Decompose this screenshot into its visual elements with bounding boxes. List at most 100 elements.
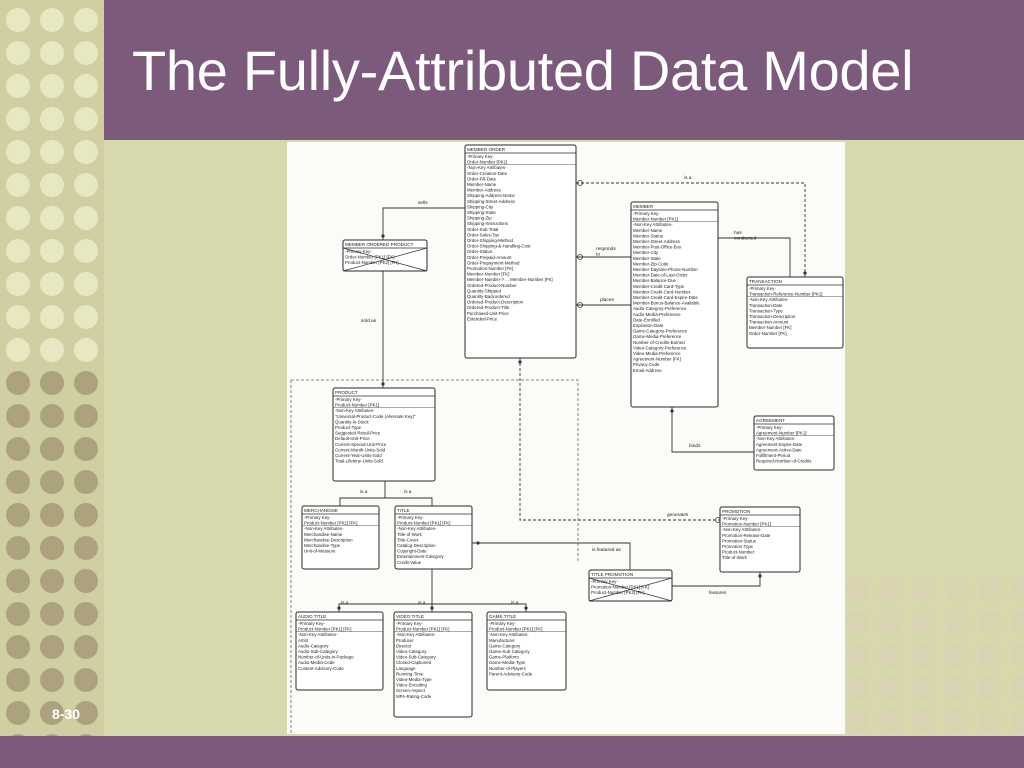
entity-attribute: Product-Number [PK1] [FK] bbox=[397, 521, 450, 526]
entity-title: TRANSACTION bbox=[749, 279, 782, 284]
entity-attribute: Director bbox=[396, 643, 412, 648]
decorative-dot bbox=[879, 709, 903, 733]
entity-attribute: Current-Special-Unit-Price bbox=[335, 442, 387, 447]
entity-attribute: Quantity-Shipped bbox=[467, 288, 501, 293]
decorative-dot bbox=[846, 676, 870, 700]
decorative-dot bbox=[6, 602, 30, 626]
entity-attribute: Promotion-Number [PK1] bbox=[722, 522, 771, 527]
optional-marker bbox=[577, 302, 583, 308]
decorative-dot bbox=[40, 635, 64, 659]
optional-marker bbox=[577, 180, 583, 186]
entity-attribute: Current-Month-Units-Sold bbox=[335, 447, 386, 452]
decorative-dot bbox=[40, 173, 64, 197]
entity-attribute: Privacy-Code bbox=[633, 362, 660, 367]
entity-attribute: Member-Daytime-Phone-Number bbox=[633, 267, 698, 272]
decorative-dot bbox=[1011, 643, 1024, 667]
decorative-dot bbox=[74, 272, 98, 296]
entity-attribute: Member-Balance-Due bbox=[633, 278, 677, 283]
decorative-dot bbox=[74, 41, 98, 65]
entity-box bbox=[753, 415, 835, 471]
cardinality-marker bbox=[758, 574, 762, 578]
entity-attribute: -Non-Key Attributes- bbox=[396, 632, 436, 637]
entity-attribute: Shipping-City bbox=[467, 204, 494, 209]
line-is-a-merchandise bbox=[339, 481, 386, 506]
decorative-dot bbox=[40, 536, 64, 560]
decorative-dot bbox=[40, 701, 64, 725]
entity-attribute: Order-Prepayment-Method bbox=[467, 260, 520, 265]
entity-attribute: Closed-Captioned bbox=[396, 660, 432, 665]
entity-title: TITLE-Primary Key-Product-Number [PK1] [… bbox=[394, 505, 473, 570]
entity-product: PRODUCT-Primary Key-Product-Number [PK1]… bbox=[332, 387, 436, 482]
entity-attribute: Product-Number [PK1] [FK] bbox=[298, 627, 351, 632]
entity-attribute: Order-Prepaid-Amount bbox=[467, 255, 512, 260]
bottom-band bbox=[0, 736, 1024, 768]
entity-attribute: Member-Address bbox=[467, 188, 501, 193]
entity-attribute: Member-City bbox=[633, 250, 659, 255]
entity-attribute: Member-Credit-Card-Expire-Date bbox=[633, 295, 698, 300]
relationship-lines bbox=[290, 180, 807, 733]
decorative-dot bbox=[74, 668, 98, 692]
entity-attribute: Game-Platform bbox=[489, 655, 519, 660]
decorative-dot bbox=[74, 503, 98, 527]
entity-attribute: Agreement-Number [FK] bbox=[633, 357, 681, 362]
line-sells bbox=[382, 207, 465, 240]
decorative-dot bbox=[879, 610, 903, 634]
decorative-dot bbox=[6, 635, 30, 659]
entity-attribute: Shipping-Instructions bbox=[467, 221, 509, 226]
decorative-dot bbox=[978, 709, 1002, 733]
entity-attribute: Promotion-Number [FK] bbox=[467, 266, 513, 271]
entity-member-ordered-product: MEMBER ORDERED PRODUCT-Primary Key-Order… bbox=[342, 239, 428, 272]
entity-attribute: Promotion-Status bbox=[722, 538, 757, 543]
decorative-dot bbox=[1011, 577, 1024, 601]
decorative-dot bbox=[74, 107, 98, 131]
decorative-dot bbox=[40, 272, 64, 296]
entity-attribute: Total-Lifetime-Units-Sold bbox=[335, 459, 383, 464]
entity-attribute: Order-Shipping-Method bbox=[467, 238, 513, 243]
entity-attribute: Member-Number [PK1] bbox=[633, 217, 678, 222]
decorative-dot bbox=[945, 577, 969, 601]
cardinality-marker bbox=[518, 360, 522, 364]
entity-attribute: Order-Creation-Date bbox=[467, 171, 508, 176]
entity-agreement: AGREEMENT-Primary Key-Agreement-Number [… bbox=[753, 415, 835, 471]
entity-attribute: Transaction-Type bbox=[749, 308, 783, 313]
entity-attribute: Product-Number [PK1] [FK] bbox=[396, 627, 449, 632]
relationship-label-is-a-prod-1: is a bbox=[360, 489, 368, 495]
entity-attribute: Member-Post-Office-Box bbox=[633, 245, 682, 250]
entity-attribute: Transaction-Date bbox=[749, 303, 783, 308]
entity-attribute: Shipping-Street-Address bbox=[467, 199, 516, 204]
entity-attribute: Quantity-in-Stock bbox=[335, 419, 369, 424]
entity-attribute: Artist bbox=[298, 638, 309, 643]
entity-attribute: Transaction-Description bbox=[749, 314, 796, 319]
decorative-dot bbox=[912, 643, 936, 667]
entity-attribute: Content-Advisory-Code bbox=[298, 666, 344, 671]
decorative-dot bbox=[74, 74, 98, 98]
entity-attribute: Ordered-Product-Description bbox=[467, 300, 524, 305]
entity-attribute: Required-Number-of-Credits bbox=[756, 459, 812, 464]
title-band: The Fully-Attributed Data Model bbox=[104, 0, 1024, 140]
decorative-dot bbox=[74, 305, 98, 329]
decorative-dot bbox=[6, 536, 30, 560]
entity-attribute: Merchandise-Name bbox=[304, 532, 343, 537]
entity-attribute: Video-Media-Preference bbox=[633, 351, 681, 356]
decorative-dot bbox=[945, 709, 969, 733]
entity-attribute: Member-Street-Address bbox=[633, 239, 681, 244]
relationship-label-places: places bbox=[600, 297, 614, 303]
decorative-dot bbox=[40, 107, 64, 131]
decorative-dot bbox=[74, 569, 98, 593]
entity-attribute: Agreement-Active-Date bbox=[756, 447, 802, 452]
entity-attribute: Transaction-Reference-Number [PK1] bbox=[749, 292, 823, 297]
entity-attribute: Game-Media-Preference bbox=[633, 334, 682, 339]
subtype-region-outline bbox=[290, 379, 579, 733]
decorative-dot bbox=[74, 206, 98, 230]
entity-title-promotion: TITLE PROMOTION-Primary Key-Promotion-Nu… bbox=[588, 569, 673, 602]
entity-attribute: Merchandise-Description bbox=[304, 537, 353, 542]
entity-attribute: Member-Zip-Code bbox=[633, 261, 669, 266]
entity-attribute: Unit-of-Measure bbox=[304, 549, 336, 554]
relationship-label-is-a-title-1: is a bbox=[341, 600, 349, 606]
entity-attribute: Audio-Category bbox=[298, 643, 329, 648]
decorative-dot bbox=[6, 305, 30, 329]
decorative-dot bbox=[6, 404, 30, 428]
decorative-dot bbox=[879, 643, 903, 667]
